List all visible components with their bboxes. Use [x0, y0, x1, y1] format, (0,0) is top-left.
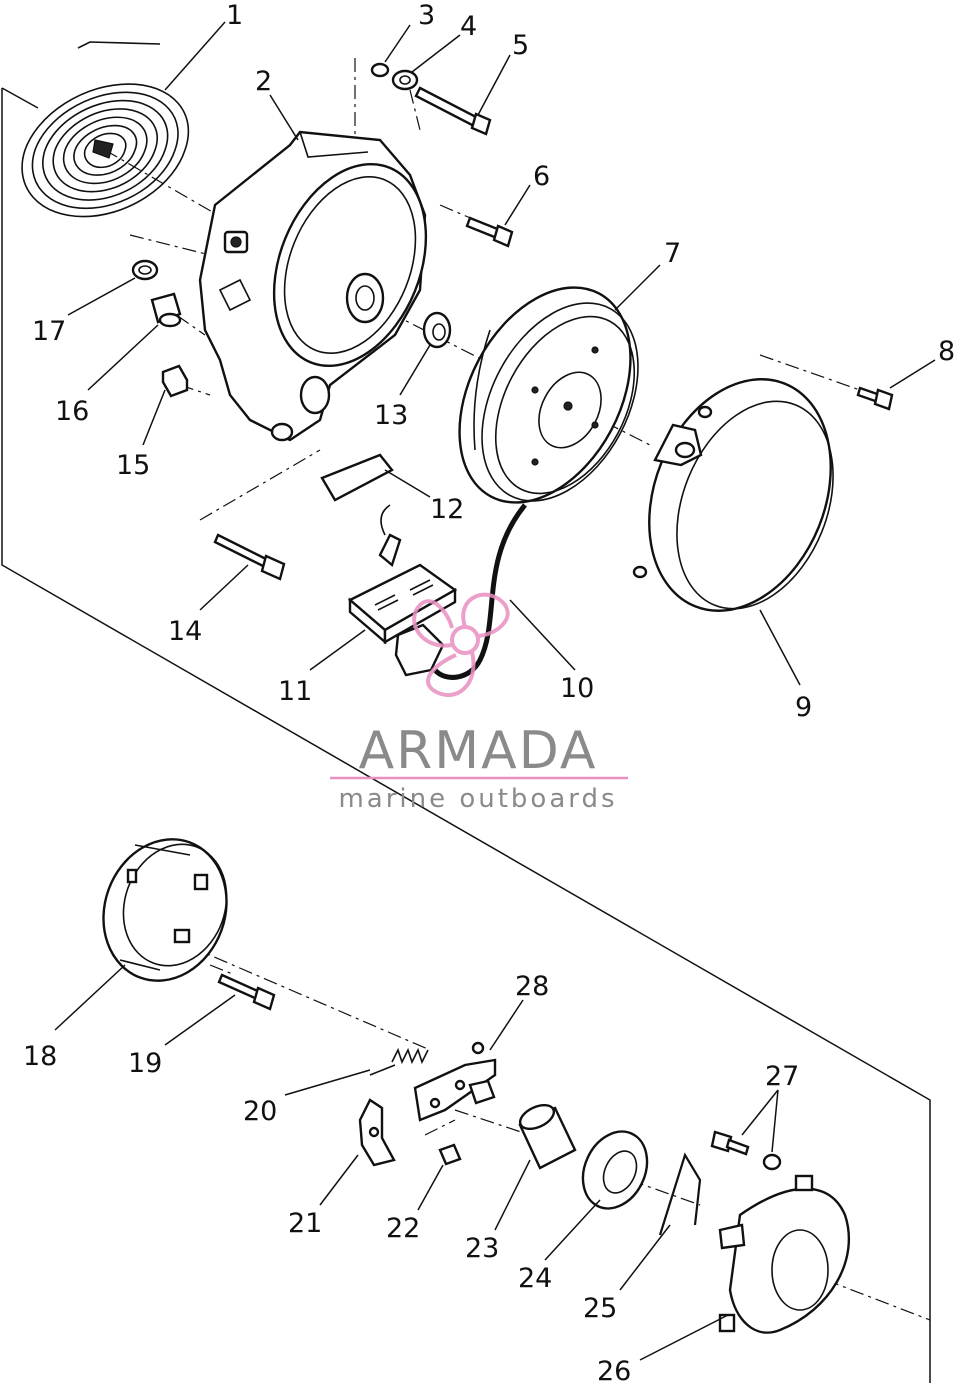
watermark-tagline: marine outboards	[338, 784, 617, 814]
starter-rope	[433, 503, 527, 680]
callout-17: 17	[32, 316, 66, 347]
pin-part-22	[438, 1143, 462, 1166]
watermark-brand: ARMADA	[359, 721, 598, 781]
callout-20: 20	[243, 1096, 277, 1127]
callout-24: 24	[518, 1263, 552, 1294]
bolt-part-8	[856, 386, 894, 411]
wire-spring-part-25	[658, 1152, 702, 1236]
bolt-part-5	[414, 86, 492, 136]
callout-27: 27	[765, 1061, 799, 1092]
bolt-part-6	[465, 216, 514, 248]
callout-22: 22	[386, 1213, 420, 1244]
callout-6: 6	[533, 161, 550, 192]
callout-12: 12	[430, 494, 464, 525]
callout-21: 21	[288, 1208, 322, 1239]
drive-cup	[102, 838, 228, 982]
pulley-reel	[458, 286, 639, 504]
mount-plate-part-26	[718, 1174, 851, 1334]
starter-cover	[632, 378, 834, 612]
seal-part-24	[581, 1130, 649, 1210]
callout-11: 11	[278, 676, 312, 707]
callout-14: 14	[168, 616, 202, 647]
washer-part-17	[131, 259, 159, 281]
callout-26: 26	[597, 1356, 631, 1383]
callout-25: 25	[583, 1293, 617, 1324]
callout-19: 19	[128, 1048, 162, 1079]
propeller-logo-icon	[412, 592, 510, 697]
screw-part-27	[710, 1130, 782, 1171]
callout-1: 1	[226, 0, 243, 31]
starter-handle	[347, 504, 458, 677]
armada-watermark: ARMADA marine outboards	[330, 592, 628, 814]
callout-9: 9	[795, 692, 812, 723]
washer-part-4	[391, 69, 419, 91]
collar-part-15	[161, 364, 189, 398]
fitting-part-16	[150, 292, 182, 328]
callout-2: 2	[255, 66, 272, 97]
starter-housing	[198, 130, 428, 442]
callout-3: 3	[418, 0, 435, 31]
callout-16: 16	[55, 396, 89, 427]
callout-labels: 1 2 3 4 5 6 7 8 9 10 11 12 13 14 15 16 1…	[23, 0, 955, 1383]
pawl-part-21	[358, 1098, 396, 1167]
recoil-spring	[21, 41, 190, 218]
handle-insert	[320, 453, 394, 502]
spring-part-20	[369, 1047, 429, 1076]
bolt-part-19	[217, 973, 276, 1011]
leader-lines	[54, 21, 936, 1361]
callout-13: 13	[374, 400, 408, 431]
sleeve-part-23	[518, 1103, 577, 1170]
bolt-part-14	[213, 533, 286, 581]
callout-10: 10	[560, 673, 594, 704]
nut-part-3	[370, 62, 390, 78]
callout-5: 5	[512, 30, 529, 61]
callout-18: 18	[23, 1041, 57, 1072]
callout-8: 8	[938, 336, 955, 367]
bushing-part-13	[422, 311, 452, 349]
callout-28: 28	[515, 971, 549, 1002]
ratchet-part-28	[413, 1041, 497, 1122]
callout-7: 7	[664, 238, 681, 269]
callout-4: 4	[460, 11, 477, 42]
callout-15: 15	[116, 450, 150, 481]
callout-23: 23	[465, 1233, 499, 1264]
